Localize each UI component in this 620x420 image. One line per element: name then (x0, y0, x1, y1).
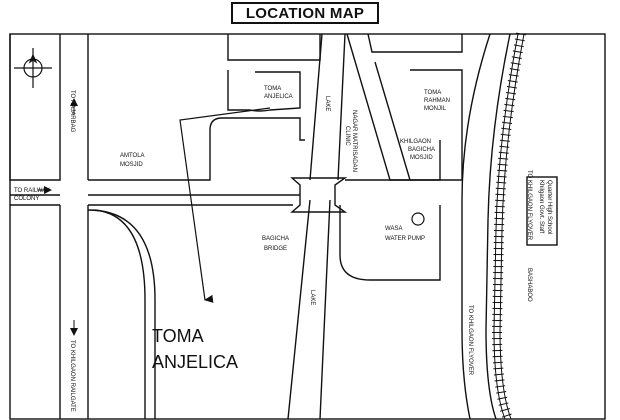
map-frame (9, 33, 606, 420)
railway-tie (499, 145, 510, 148)
label-toma-big-1: TOMA (152, 326, 204, 346)
label-amtola-2: MOSJID (120, 162, 143, 168)
map-title: LOCATION MAP (231, 2, 379, 24)
label-to-khilgaon-railgate: TO KHILGAON RAILGATE (69, 340, 75, 412)
railway-tie (507, 80, 518, 83)
label-khilgaon-bagicha-2: BAGICHA (408, 147, 435, 153)
road-flyover-west (461, 33, 491, 420)
railway-tie (505, 97, 516, 101)
railway-tie (512, 50, 523, 54)
pointer-arrow (179, 107, 271, 303)
railway-tie (497, 396, 508, 400)
railway-tie (502, 121, 513, 125)
railway-tie (499, 139, 510, 142)
railway-tie (496, 175, 507, 178)
label-khilgaon-bagicha-1: KHILGAON (400, 139, 431, 145)
label-toma-big-2: ANJELICA (152, 352, 238, 372)
bagicha-bridge-box (290, 177, 348, 213)
label-toma-rahman-1: TOMA (424, 90, 441, 96)
railway-track (493, 33, 525, 420)
block-wasa (339, 205, 441, 281)
lake-east-bank (337, 33, 346, 181)
railway-tie (497, 169, 508, 172)
railway-tie (511, 56, 522, 59)
label-school-2: Quarter High School (546, 180, 552, 234)
block-amtola (88, 117, 305, 181)
label-to-railway-1: TO RAILWAY (14, 188, 50, 194)
label-nagar-1: NAGAR MATRISADAN (351, 110, 357, 172)
label-khilgaon-bagicha-3: MOSJID (410, 155, 433, 161)
lake-west-bank (309, 33, 323, 181)
label-toma-rahman-3: MONJIL (424, 106, 447, 112)
label-to-railway-2: COLONY (14, 196, 39, 202)
railway-tie (500, 408, 510, 412)
railway-tie (502, 115, 513, 119)
label-school-1: Khilgaon Govt. Staff (538, 180, 544, 234)
railway-tie (496, 181, 507, 184)
railway-tie (509, 68, 520, 71)
lake-east-bank-south (319, 199, 331, 420)
railway-tie (500, 133, 511, 136)
railway-tie (493, 373, 504, 376)
railway-tie (496, 390, 507, 394)
railway-tie (506, 85, 517, 89)
label-bagicha-bridge-1: BAGICHA (262, 236, 289, 242)
block-bagicha (410, 69, 463, 180)
block-toma-small (227, 70, 301, 112)
railway-tie (495, 385, 506, 388)
label-to-rajarbag: TO RAJARBAG (69, 90, 75, 133)
label-lake-bottom: LAKE (309, 290, 315, 305)
compass-rose-icon (14, 48, 52, 88)
road-curve-south-inner (94, 209, 146, 419)
label-toma-small-2: ANJELICA (264, 94, 293, 100)
label-amtola-1: AMTOLA (120, 153, 145, 159)
railway-tie (510, 62, 521, 65)
railway-tie (498, 402, 509, 406)
railway-tie (514, 38, 525, 42)
block-northeast-top (367, 33, 463, 53)
wasa-water-pump-icon (411, 212, 425, 226)
label-toma-small-1: TOMA (264, 86, 281, 92)
label-toma-rahman-2: RAHMAN (424, 98, 450, 104)
railway-tie (501, 413, 512, 418)
railway-ties (492, 32, 527, 418)
railway-tie (498, 157, 509, 160)
school-box (526, 176, 558, 246)
railway-tie (493, 367, 504, 370)
road-diagonal-north (374, 61, 411, 181)
label-lake-top: LAKE (324, 96, 330, 111)
railway-tie (494, 379, 505, 382)
label-bashaboo: BASHABOO (526, 268, 532, 302)
label-wasa-2: WATER PUMP (385, 236, 425, 242)
railway-tie (497, 163, 508, 166)
railway-tie (498, 151, 509, 154)
label-wasa-1: WASA (385, 226, 402, 232)
block-northwest (9, 34, 61, 181)
railway-tie (504, 103, 515, 107)
block-north-center (227, 34, 321, 61)
label-nagar-2: CLINIC (344, 126, 350, 146)
label-bagicha-bridge-2: BRIDGE (264, 246, 287, 252)
railway-tie (513, 44, 524, 48)
label-to-khilgaon-flyover-bottom: TO KHILGAON FLYOVER (467, 305, 473, 376)
railway-tie (495, 193, 506, 196)
railway-tie (501, 127, 512, 130)
railway-tie (506, 91, 517, 95)
railway-tie (492, 355, 503, 358)
railway-tie (495, 199, 506, 202)
railway-tie (495, 187, 506, 190)
label-to-khilgaon-flyover-right: TO KHILGAON FLYOVER (526, 170, 532, 241)
railway-tie (515, 32, 527, 36)
railway-tie (508, 74, 519, 77)
railway-tie (503, 109, 514, 113)
railway-tie (492, 361, 503, 364)
lake-west-bank-south (287, 199, 311, 420)
road-flyover-east (485, 33, 511, 420)
